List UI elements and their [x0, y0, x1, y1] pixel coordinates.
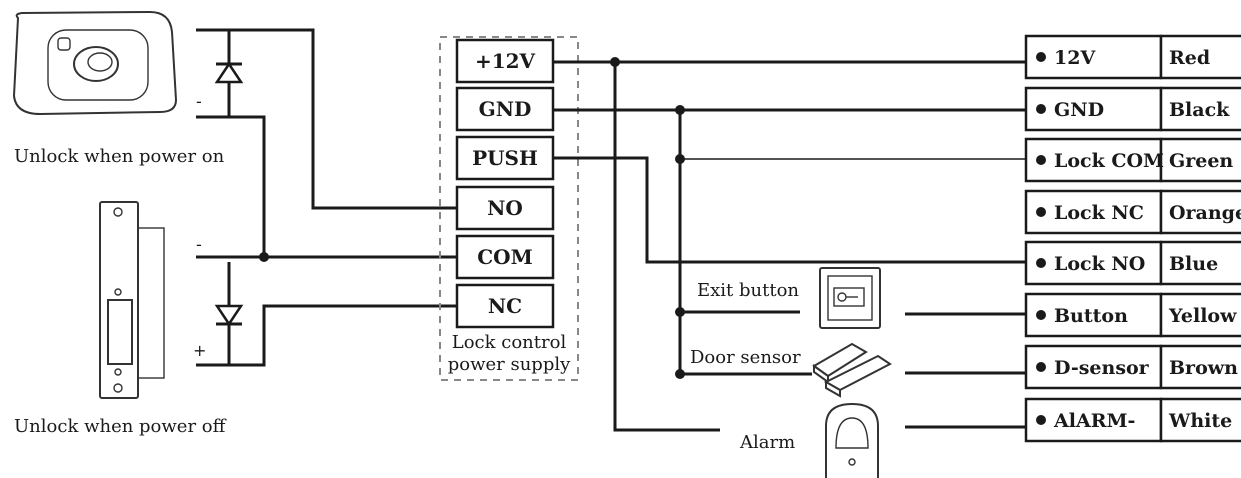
- table-row: AlARM- White: [1024, 397, 1241, 443]
- bottom-lock-plus-sign: +: [193, 341, 206, 360]
- alarm-icon: [825, 402, 879, 478]
- bullet-icon: [1036, 362, 1046, 372]
- table-row: GND Black: [1024, 86, 1241, 132]
- bullet-icon: [1036, 104, 1046, 114]
- terminal-nc: NC: [455, 283, 555, 329]
- alarm-label: Alarm: [739, 432, 795, 453]
- signal-name: AlARM-: [1053, 410, 1135, 432]
- terminal-push: PUSH: [455, 135, 555, 181]
- terminal-gnd: GND: [455, 86, 555, 132]
- signal-name: GND: [1054, 99, 1104, 121]
- bullet-icon: [1036, 52, 1046, 62]
- power-on-caption: Unlock when power on: [14, 146, 225, 167]
- terminal-label: GND: [479, 97, 532, 121]
- bottom-lock-minus-sign: -: [196, 235, 202, 254]
- power-off-strike-icon: [99, 201, 165, 399]
- wire-color-name: Green: [1169, 150, 1233, 172]
- diode-icon: [214, 304, 244, 327]
- left-wiring: [196, 28, 460, 367]
- supply-dashed-border: [439, 36, 579, 381]
- terminal-label: PUSH: [472, 146, 538, 170]
- terminal-label: NO: [487, 196, 523, 220]
- supply-caption-line2: power supply: [448, 354, 571, 375]
- wire-color-name: Orange: [1169, 202, 1241, 224]
- supply-caption-line1: Lock control: [452, 332, 567, 353]
- signal-name: D-sensor: [1054, 357, 1150, 379]
- right-wiring: [553, 57, 1026, 432]
- terminal-com: COM: [455, 234, 555, 280]
- bullet-icon: [1036, 415, 1046, 425]
- signal-name: Lock NC: [1054, 202, 1144, 224]
- bullet-icon: [1036, 258, 1046, 268]
- signal-name: Button: [1054, 305, 1128, 327]
- wire-color-name: White: [1168, 410, 1232, 432]
- terminal-no: NO: [455, 185, 555, 231]
- wire-color-name: Brown: [1169, 357, 1238, 379]
- signal-name: Lock NO: [1054, 253, 1145, 275]
- supply-terminals: +12V GND PUSH NO COM NC: [455, 38, 555, 329]
- diode-icon: [214, 61, 244, 84]
- signal-name: Lock COM: [1054, 150, 1164, 172]
- junction-dot: [259, 252, 269, 262]
- exit-button-label: Exit button: [697, 280, 799, 301]
- top-lock-minus-sign: -: [196, 92, 202, 111]
- door-sensor-label: Door sensor: [690, 347, 801, 368]
- signal-name: 12V: [1054, 47, 1096, 69]
- table-row: Lock NC Orange: [1024, 189, 1241, 235]
- table-row: Lock NO Blue: [1024, 240, 1241, 286]
- power-off-caption: Unlock when power off: [14, 416, 227, 437]
- wire-color-name: Black: [1169, 99, 1230, 121]
- table-row: Button Yellow: [1024, 292, 1241, 338]
- table-row: 12V Red: [1024, 34, 1241, 80]
- wire-color-name: Yellow: [1168, 305, 1237, 327]
- exit-button-icon: [819, 267, 881, 329]
- power-on-lock-icon: [12, 10, 178, 116]
- wire-color-name: Red: [1169, 47, 1210, 69]
- bullet-icon: [1036, 155, 1046, 165]
- terminal-label: +12V: [475, 49, 536, 73]
- terminal-label: NC: [488, 294, 522, 318]
- bullet-icon: [1036, 310, 1046, 320]
- table-row: D-sensor Brown: [1024, 344, 1241, 390]
- bullet-icon: [1036, 207, 1046, 217]
- terminal-12v: +12V: [455, 38, 555, 84]
- door-sensor-icon: [812, 342, 892, 398]
- wire-color-name: Blue: [1169, 253, 1218, 275]
- terminal-label: COM: [477, 245, 532, 269]
